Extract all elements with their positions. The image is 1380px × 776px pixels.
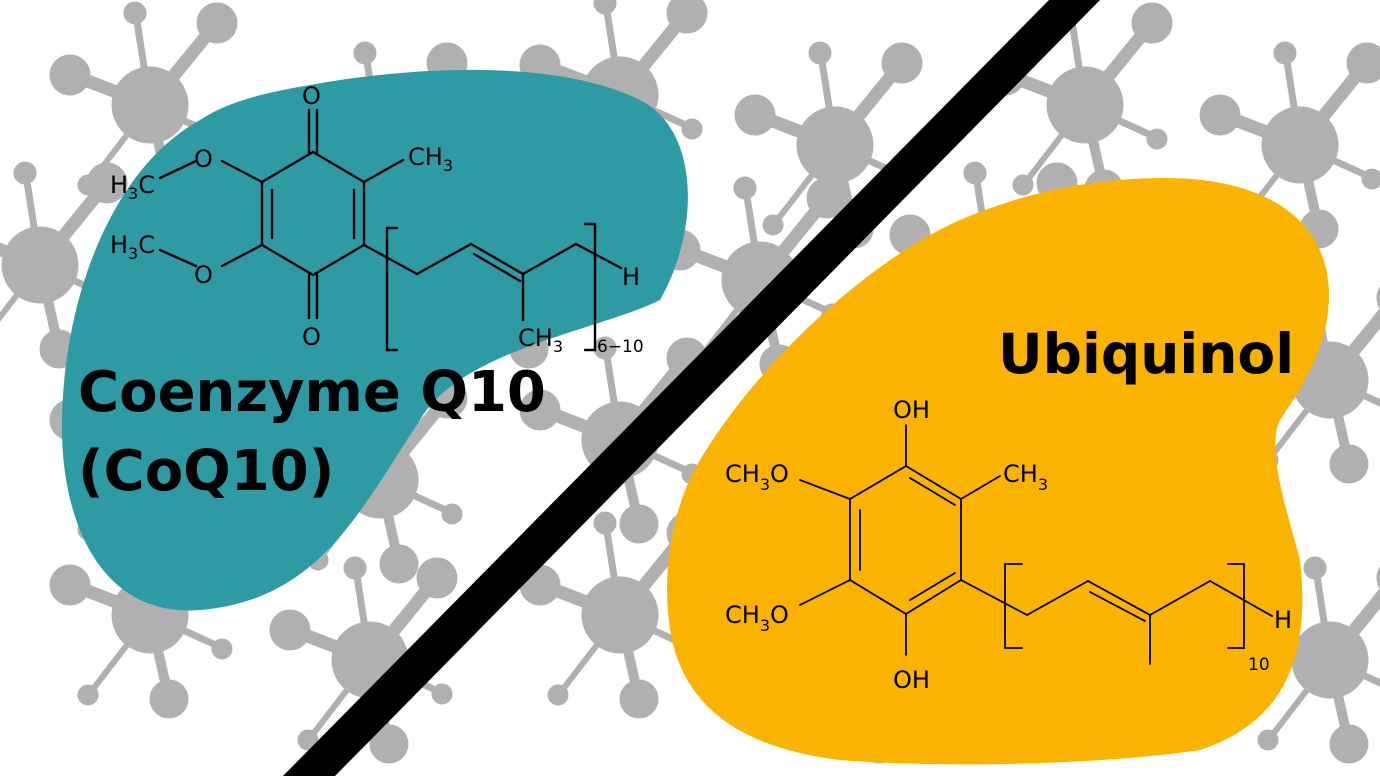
- svg-text:6−10: 6−10: [597, 337, 644, 357]
- svg-text:O: O: [194, 261, 213, 289]
- svg-text:H: H: [1274, 606, 1292, 634]
- coq10-title: Coenzyme Q10 (CoQ10): [78, 365, 546, 500]
- coq10-title-line1: Coenzyme Q10: [78, 360, 546, 425]
- ubiquinol-title: Ubiquinol: [998, 322, 1295, 386]
- svg-text:OH: OH: [893, 666, 930, 694]
- svg-text:CH3: CH3: [518, 324, 563, 356]
- svg-text:CH3: CH3: [408, 143, 453, 175]
- svg-text:CH3O: CH3O: [725, 601, 789, 635]
- svg-text:O: O: [302, 82, 321, 110]
- svg-text:CH3O: CH3O: [725, 460, 789, 494]
- svg-text:CH3: CH3: [1003, 460, 1048, 494]
- svg-text:O: O: [302, 323, 321, 351]
- svg-text:10: 10: [1248, 655, 1270, 675]
- svg-text:H: H: [622, 263, 640, 291]
- coq10-title-line2: (CoQ10): [78, 439, 335, 504]
- svg-text:O: O: [194, 145, 213, 173]
- svg-text:H3C: H3C: [110, 171, 155, 203]
- svg-text:H3C: H3C: [110, 231, 155, 263]
- svg-text:OH: OH: [893, 396, 930, 424]
